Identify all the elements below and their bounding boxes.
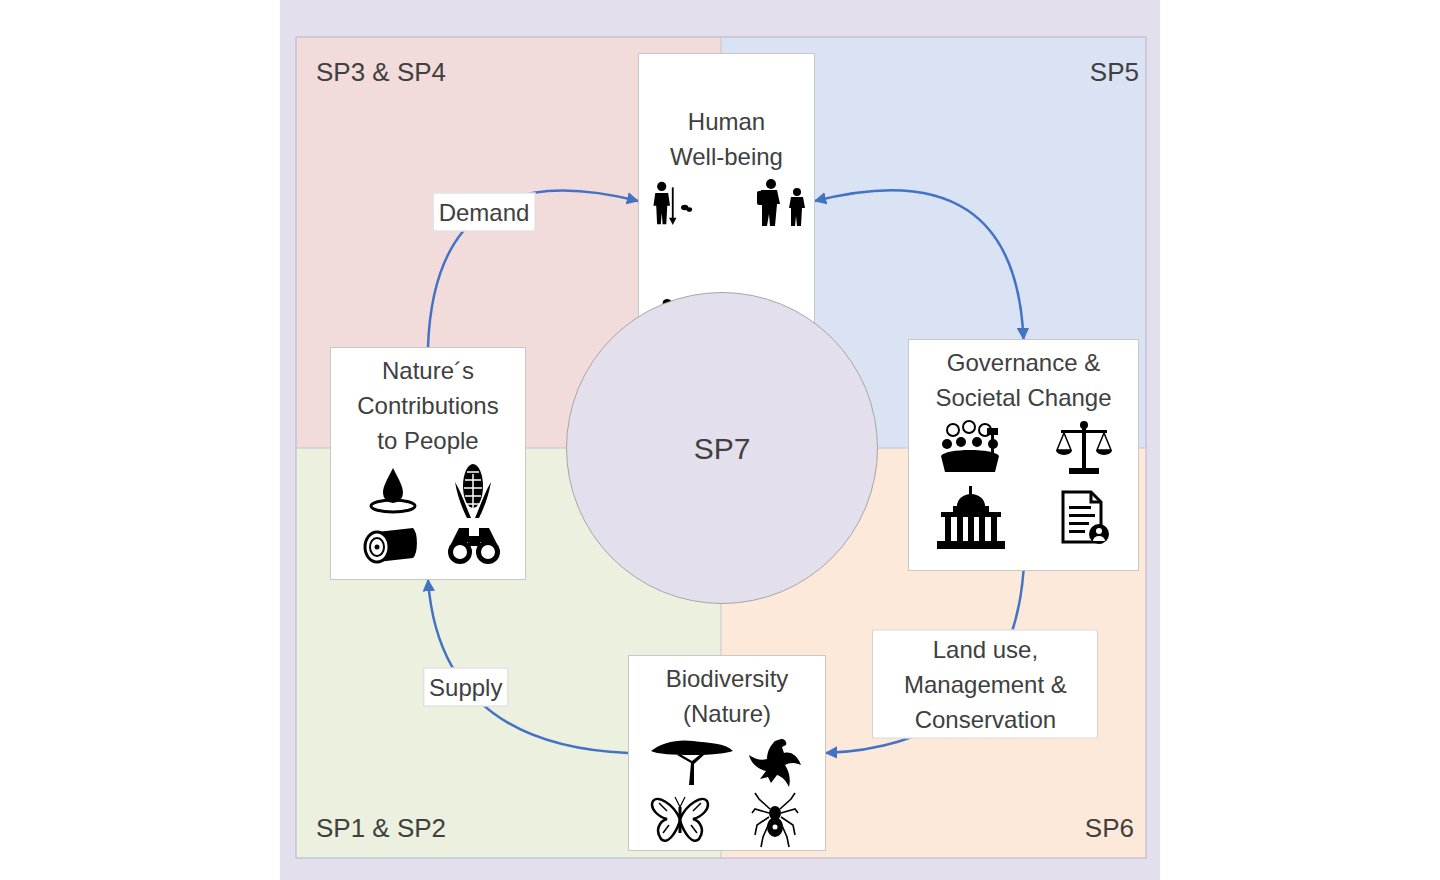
sp7-circle: SP7 [566, 292, 878, 604]
node-text: SP7 [694, 429, 751, 468]
subproject-label: SP1 & SP2 [316, 812, 446, 844]
text-wrap: Nature´s Contributions to People [331, 353, 525, 458]
flow-arrow [428, 191, 638, 347]
subproject-label: SP5 [1090, 56, 1139, 88]
node-text: Human Well-being [659, 104, 794, 174]
justice-scales-icon [1055, 420, 1113, 476]
contributions-box: Nature´s Contributions to People [330, 347, 526, 580]
corn-icon [447, 462, 499, 520]
binoculars-icon [445, 522, 503, 568]
text-wrap: Governance & Societal Change [909, 345, 1138, 415]
water-drop-icon [367, 466, 419, 516]
edge-label: Demand [433, 193, 536, 232]
bird-of-prey-icon [747, 735, 803, 791]
node-text: Biodiversity (Nature) [639, 661, 815, 731]
hikers-icon [755, 178, 811, 228]
flow-arrow [815, 190, 1024, 339]
outer-panel [280, 0, 1160, 880]
biodiversity-box: Biodiversity (Nature) [628, 655, 826, 851]
acacia-tree-icon [649, 737, 735, 787]
edge-label: Land use, Management & Conservation [872, 629, 1098, 738]
community-icon [939, 420, 1001, 476]
text-wrap: Human Well-being [639, 104, 814, 174]
text-wrap: SP7 [567, 293, 877, 603]
node-text: Governance & Societal Change [917, 345, 1130, 415]
subproject-label: SP6 [1085, 812, 1134, 844]
spider-icon [751, 791, 799, 849]
butterfly-icon [649, 793, 711, 847]
subproject-label: SP3 & SP4 [316, 56, 446, 88]
quadrant-frame [296, 37, 1146, 858]
government-building-icon [937, 486, 1005, 550]
text-wrap: Biodiversity (Nature) [629, 661, 825, 731]
node-text: Nature´s Contributions to People [346, 353, 510, 458]
governance-box: Governance & Societal Change [908, 339, 1139, 571]
edge-label: Supply [423, 667, 508, 706]
timber-log-icon [363, 526, 421, 566]
policy-document-icon [1059, 490, 1111, 546]
farmer-icon [645, 180, 695, 226]
